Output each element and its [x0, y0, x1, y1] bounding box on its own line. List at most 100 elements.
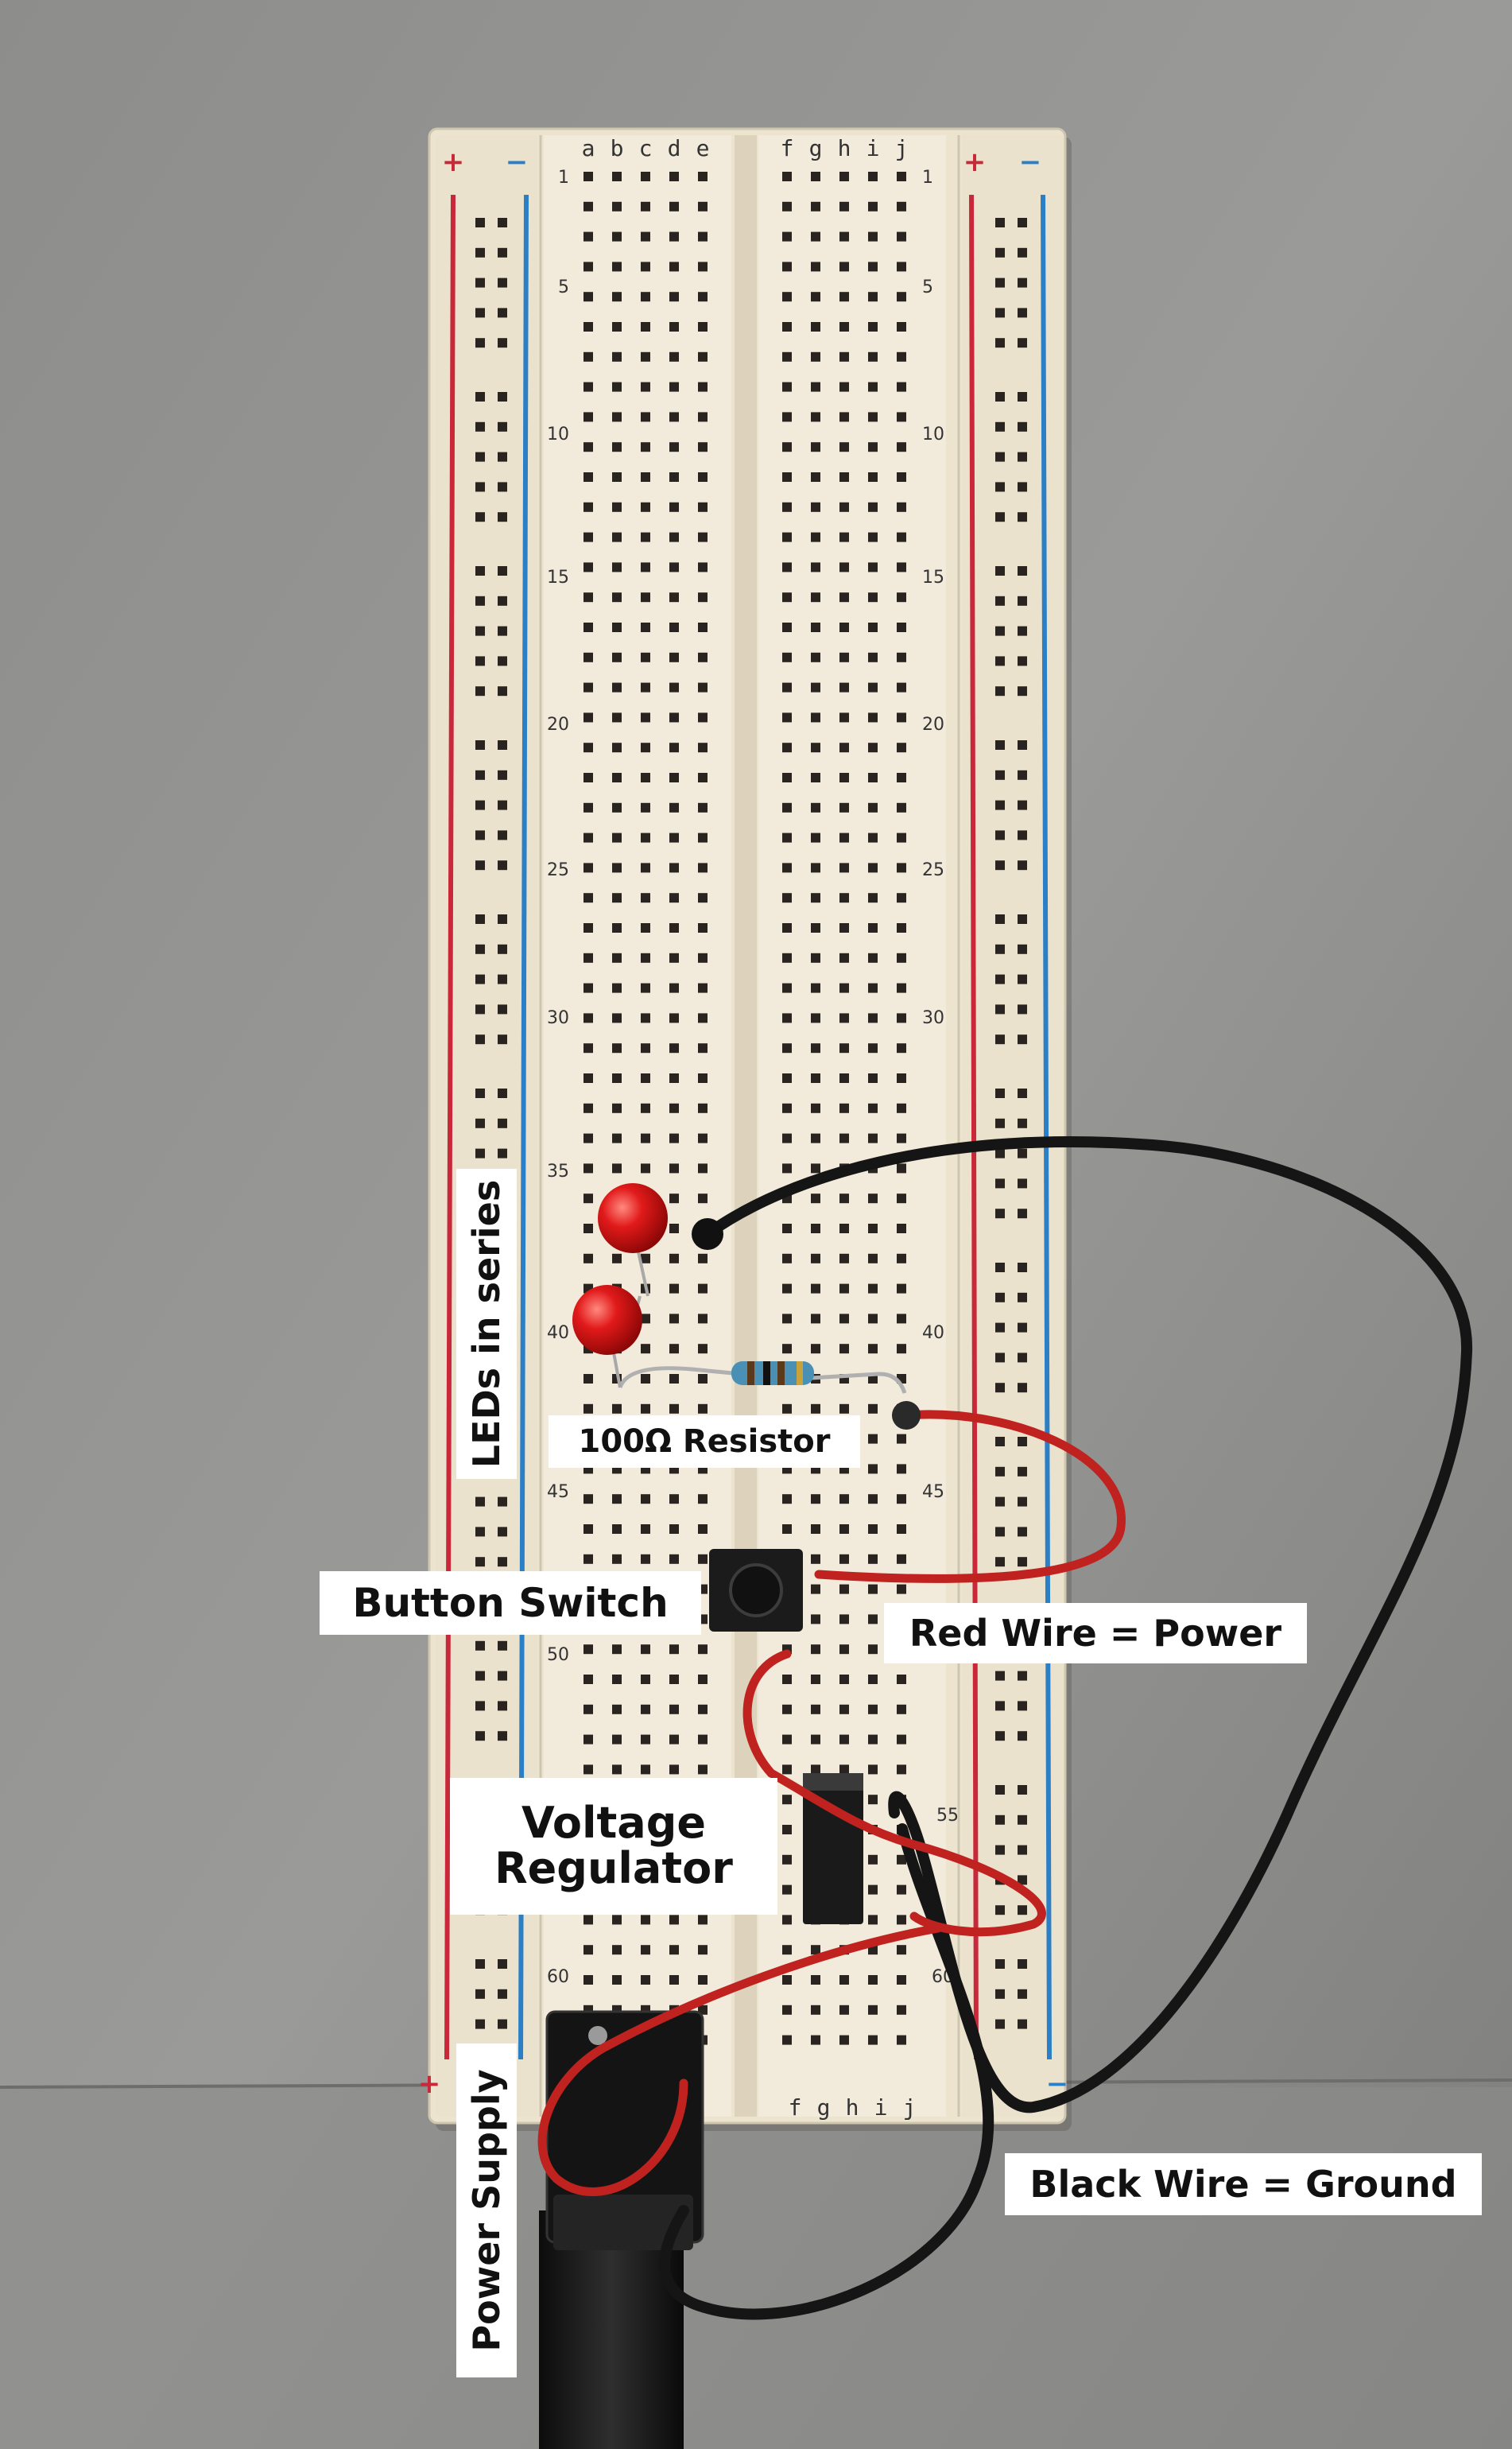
- breadboard-hole: [612, 351, 622, 362]
- breadboard-hole: [669, 983, 679, 993]
- breadboard-hole: [897, 1584, 906, 1594]
- breadboard-hole: [583, 1644, 593, 1655]
- breadboard-hole: [498, 974, 507, 984]
- breadboard-hole: [811, 1524, 820, 1534]
- breadboard-hole: [669, 231, 679, 242]
- breadboard-hole: [782, 532, 792, 542]
- breadboard-hole: [475, 392, 485, 402]
- breadboard-hole: [868, 592, 878, 603]
- col-letter-j-bottom: j: [903, 2094, 917, 2121]
- breadboard-hole: [839, 1403, 849, 1414]
- breadboard-hole: [612, 1403, 622, 1414]
- breadboard-hole: [1018, 2019, 1027, 2029]
- breadboard-hole: [641, 532, 650, 542]
- breadboard-hole: [811, 472, 820, 482]
- breadboard-hole: [811, 442, 820, 452]
- col-letter-i-bottom: i: [874, 2094, 888, 2121]
- breadboard-hole: [698, 532, 708, 542]
- breadboard-hole: [782, 1043, 792, 1054]
- breadboard-hole: [897, 292, 906, 302]
- breadboard-hole: [1018, 1118, 1027, 1128]
- breadboard-hole: [995, 1178, 1005, 1189]
- breadboard-hole: [1018, 1178, 1027, 1189]
- breadboard-hole: [782, 351, 792, 362]
- breadboard-hole: [583, 1193, 593, 1204]
- breadboard-hole: [698, 1133, 708, 1143]
- breadboard-hole: [839, 1103, 849, 1113]
- breadboard-hole: [897, 1704, 906, 1714]
- breadboard-hole: [839, 1193, 849, 1204]
- breadboard-hole: [868, 1644, 878, 1655]
- breadboard-hole: [1018, 1671, 1027, 1681]
- breadboard-hole: [995, 1437, 1005, 1446]
- row-numbers-right: 1 5 10 15 20 25 30 40 45 55 60: [922, 168, 959, 1987]
- breadboard-hole: [498, 1640, 507, 1651]
- breadboard-hole: [868, 1073, 878, 1083]
- breadboard-hole: [612, 532, 622, 542]
- breadboard-hole: [811, 1644, 820, 1655]
- breadboard-hole: [698, 893, 708, 903]
- breadboard-hole: [612, 623, 622, 632]
- breadboard-hole: [868, 802, 878, 813]
- breadboard-hole: [612, 1975, 622, 1985]
- breadboard-hole: [475, 626, 485, 636]
- breadboard-hole: [498, 308, 507, 318]
- breadboard-hole: [839, 172, 849, 181]
- breadboard-hole: [641, 712, 650, 723]
- breadboard-hole: [811, 351, 820, 362]
- breadboard-hole: [782, 1314, 792, 1324]
- breadboard-hole: [782, 1945, 792, 1955]
- breadboard-hole: [782, 1013, 792, 1023]
- breadboard-hole: [811, 1013, 820, 1023]
- breadboard-hole: [698, 743, 708, 753]
- breadboard-hole: [1018, 1496, 1027, 1507]
- breadboard-hole: [475, 860, 485, 871]
- button-switch: [709, 1549, 803, 1632]
- row-number: 50: [547, 1645, 569, 1665]
- breadboard-hole: [782, 322, 792, 332]
- breadboard-hole: [583, 1013, 593, 1023]
- breadboard-hole: [612, 743, 622, 753]
- breadboard-hole: [669, 502, 679, 512]
- breadboard-hole: [475, 452, 485, 462]
- breadboard-hole: [641, 1524, 650, 1534]
- breadboard-hole: [868, 532, 878, 542]
- breadboard-hole: [1018, 338, 1027, 348]
- breadboard-hole: [1018, 278, 1027, 288]
- breadboard-hole: [868, 262, 878, 272]
- breadboard-hole: [583, 1494, 593, 1504]
- breadboard-hole: [698, 172, 708, 181]
- breadboard-hole: [897, 1163, 906, 1174]
- breadboard-hole: [698, 1013, 708, 1023]
- breadboard-hole: [782, 1524, 792, 1534]
- breadboard-hole: [897, 1434, 906, 1444]
- breadboard-hole: [583, 231, 593, 242]
- breadboard-hole: [641, 442, 650, 452]
- breadboard-hole: [995, 1905, 1005, 1915]
- breadboard-hole: [839, 292, 849, 302]
- row-number: 20: [547, 715, 569, 735]
- breadboard-hole: [698, 592, 708, 603]
- breadboard-hole: [583, 623, 593, 632]
- breadboard-hole: [583, 1915, 593, 1925]
- col-letter-b: b: [611, 135, 624, 161]
- breadboard-hole: [839, 1554, 849, 1564]
- breadboard-hole: [811, 1975, 820, 1985]
- regulator-body: [803, 1773, 863, 1924]
- breadboard-hole: [811, 562, 820, 572]
- breadboard-hole: [498, 944, 507, 954]
- breadboard-hole: [641, 682, 650, 693]
- breadboard-hole: [839, 1314, 849, 1324]
- breadboard-hole: [1018, 1353, 1027, 1363]
- breadboard-hole: [669, 1554, 679, 1564]
- breadboard-hole: [475, 800, 485, 810]
- breadboard-hole: [1018, 308, 1027, 318]
- breadboard-hole: [1018, 1292, 1027, 1302]
- breadboard-hole: [698, 802, 708, 813]
- breadboard-hole: [583, 1704, 593, 1714]
- row-number: 5: [558, 278, 569, 297]
- breadboard-hole: [475, 656, 485, 666]
- breadboard-hole: [698, 682, 708, 693]
- breadboard-hole: [669, 1013, 679, 1023]
- breadboard-hole: [897, 592, 906, 603]
